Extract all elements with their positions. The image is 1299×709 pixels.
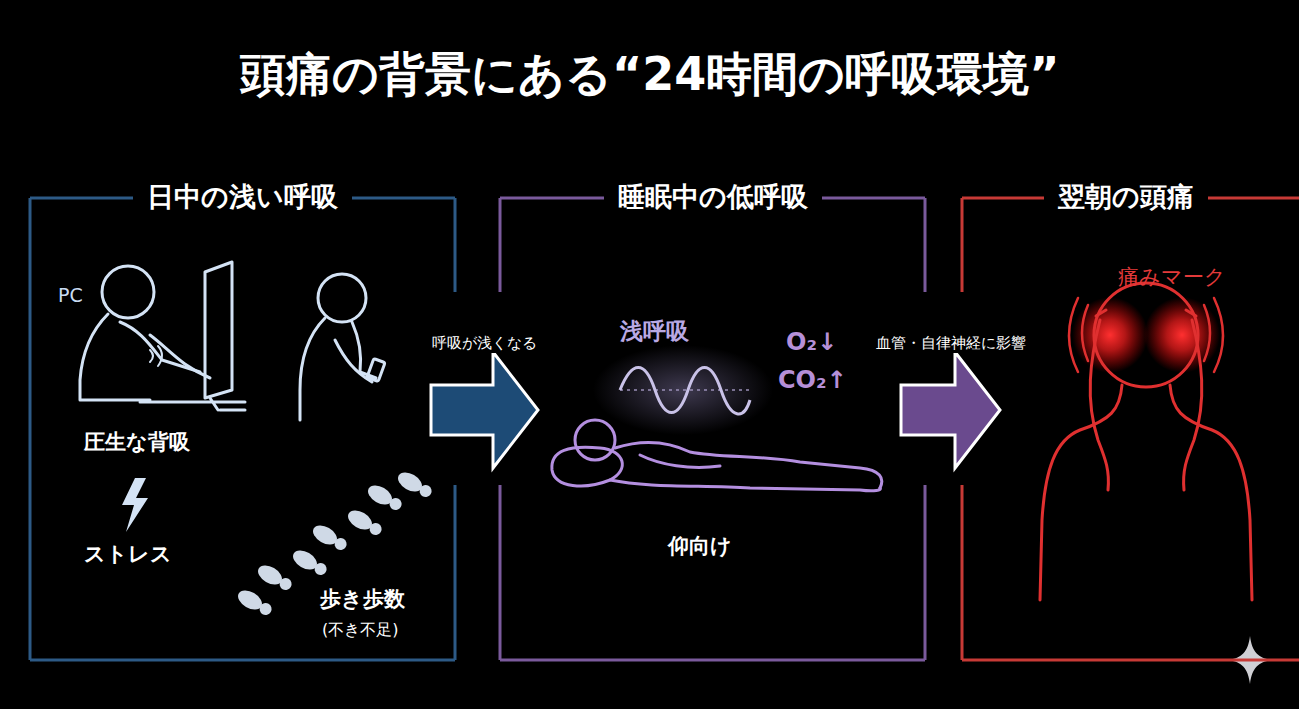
edge-label: 呼吸が浅くなる	[429, 334, 540, 353]
label: 圧生な背吸	[84, 428, 190, 456]
wave-glow	[593, 345, 773, 435]
phone-user	[300, 274, 385, 420]
pain-glow	[1072, 297, 1148, 373]
label: O₂↓	[786, 328, 837, 356]
baseline	[620, 389, 750, 391]
panel-heading: 翌朝の頭痛	[1044, 179, 1208, 215]
label: ストレス	[84, 540, 172, 568]
breath-wave	[620, 368, 750, 414]
label: 浅呼吸	[620, 316, 689, 347]
headache-person	[1040, 283, 1252, 600]
block-arrow	[901, 352, 1000, 468]
label: 歩き歩数	[320, 585, 405, 613]
panel-heading: 日中の浅い呼吸	[133, 179, 352, 215]
edge-label: 血管・自律神経に影響	[873, 334, 1029, 353]
lying-person	[552, 420, 882, 491]
block-arrow	[431, 352, 538, 468]
title: 頭痛の背景にある“24時間の呼吸環境”	[240, 44, 1059, 106]
label: 仰向け	[668, 532, 732, 560]
panel-outline	[500, 198, 925, 660]
label: PC	[58, 284, 83, 306]
label: 痛みマーク	[1118, 263, 1226, 291]
panel-heading: 睡眠中の低呼吸	[604, 179, 822, 215]
pain-glow	[1144, 297, 1220, 373]
pc-worker	[80, 262, 245, 410]
footprints	[235, 469, 435, 619]
stage-panel: 睡眠中の低呼吸	[500, 198, 925, 660]
label: (不き不足)	[322, 620, 398, 641]
lightning-icon	[122, 478, 148, 532]
label: CO₂↑	[778, 366, 847, 394]
